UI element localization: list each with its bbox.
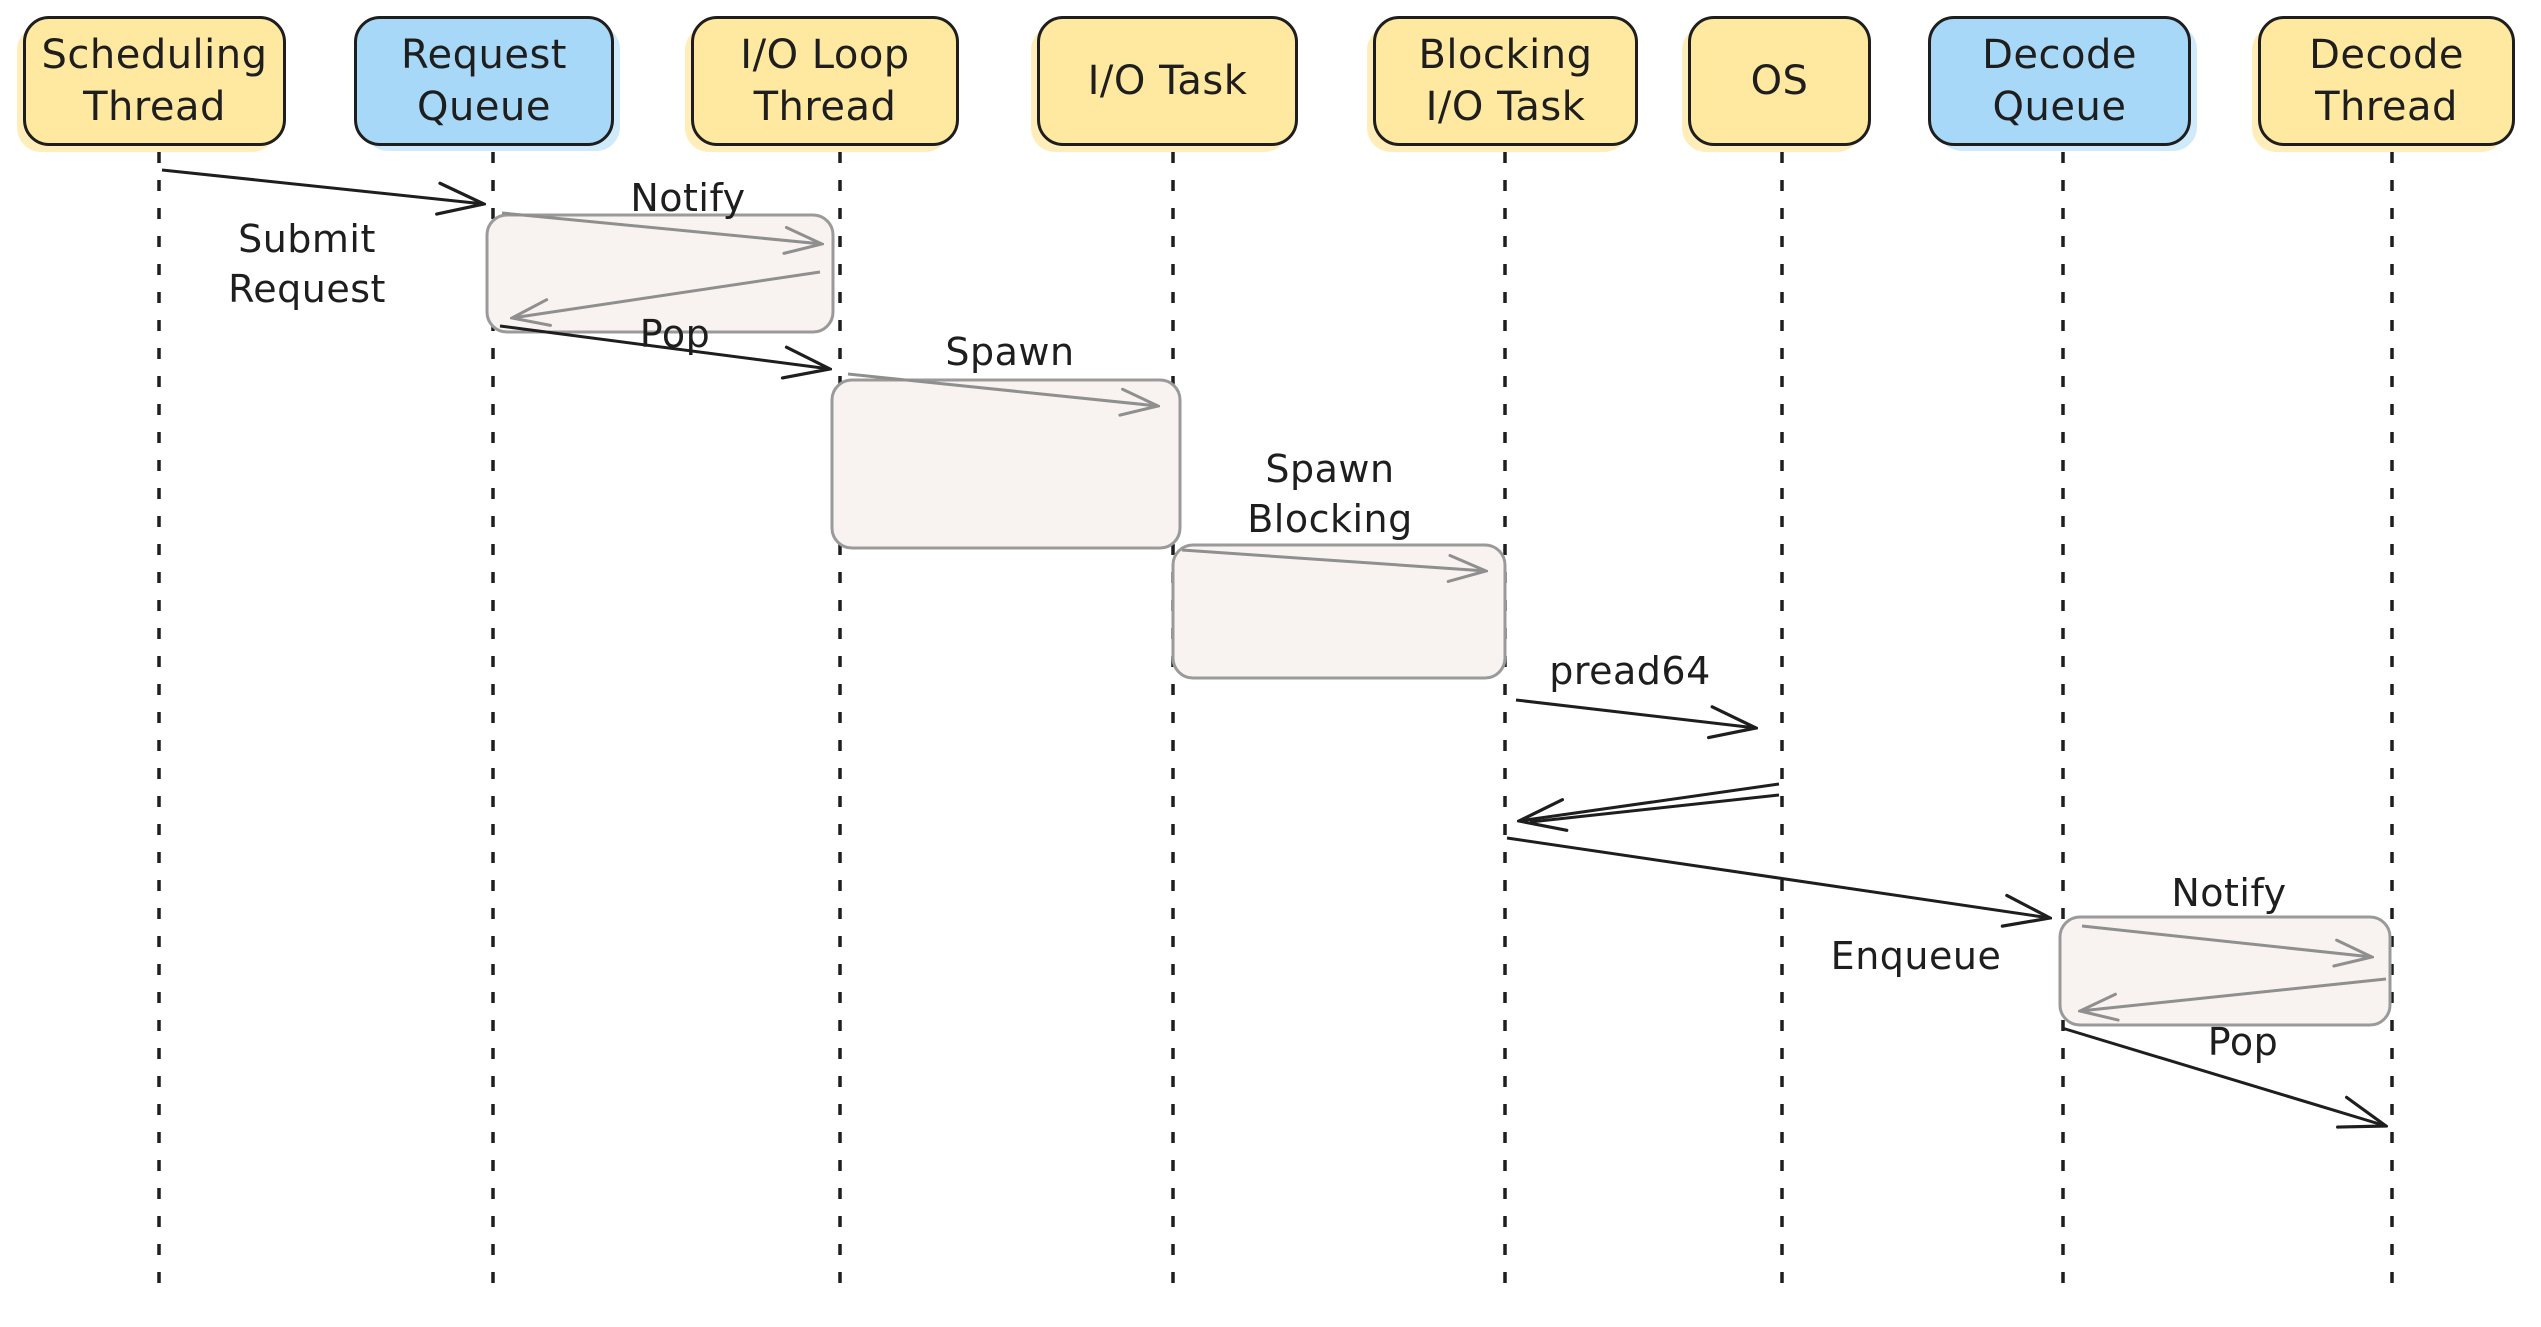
arrow-os-return-sketch: [1529, 793, 1780, 824]
actor-label: Decode: [1982, 32, 2137, 78]
actor-label: Thread: [83, 84, 226, 130]
actor-label: Queue: [1992, 84, 2127, 130]
label-submit-request: Submit Request: [228, 216, 386, 311]
arrow-notify-decode: [2081, 924, 2372, 957]
actor-request-queue: Request Queue: [354, 16, 614, 146]
actor-label: I/O Loop: [740, 32, 910, 78]
label-notify-request: Notify: [630, 175, 746, 220]
label-pread64: pread64: [1549, 648, 1711, 693]
arrow-spawn-blocking: [1181, 548, 1486, 571]
actor-blocking-io-task: Blocking I/O Task: [1373, 16, 1638, 146]
activation-io-task: [1171, 543, 1507, 680]
arrow-notify-decode-return: [2080, 977, 2387, 1011]
actor-label: I/O Task: [1425, 84, 1586, 130]
actor-os: OS: [1688, 16, 1871, 146]
label-pop-request: Pop: [639, 311, 711, 356]
actor-io-task: I/O Task: [1037, 16, 1298, 146]
actor-label: Decode: [2309, 32, 2464, 78]
arrow-notify-request-return: [512, 270, 821, 318]
actor-decode-thread: Decode Thread: [2258, 16, 2515, 146]
activation-decode-queue: [2058, 915, 2392, 1027]
arrow-spawn: [847, 372, 1158, 406]
label-spawn-blocking: Spawn Blocking: [1247, 446, 1413, 541]
actor-label: Queue: [417, 84, 551, 130]
label-pop-decode: Pop: [2207, 1019, 2279, 1064]
actor-label: Thread: [2315, 84, 2458, 130]
label-spawn: Spawn: [945, 329, 1075, 374]
actor-label: I/O Task: [1087, 58, 1248, 104]
arrow-pop-decode: [2061, 1026, 2386, 1126]
actor-scheduling-thread: Scheduling Thread: [23, 16, 286, 146]
arrow-notify-request: [501, 211, 822, 244]
arrow-pop-request: [499, 324, 830, 369]
label-notify-decode: Notify: [2171, 870, 2287, 915]
arrow-pread64: [1515, 698, 1756, 728]
actor-io-loop-thread: I/O Loop Thread: [691, 16, 959, 146]
arrow-enqueue: [1506, 836, 2050, 918]
label-enqueue: Enqueue: [1830, 933, 2002, 978]
actor-decode-queue: Decode Queue: [1928, 16, 2191, 146]
arrow-submit-request: [161, 168, 484, 204]
activation-request-queue: [485, 213, 835, 334]
activation-io-loop-thread: [830, 378, 1182, 550]
actor-label: OS: [1750, 58, 1809, 104]
actor-label: Blocking: [1418, 32, 1593, 78]
arrow-os-return: [1519, 782, 1780, 821]
actor-label: Request: [401, 32, 567, 78]
actor-label: Scheduling: [41, 32, 268, 78]
actor-label: Thread: [753, 84, 897, 130]
